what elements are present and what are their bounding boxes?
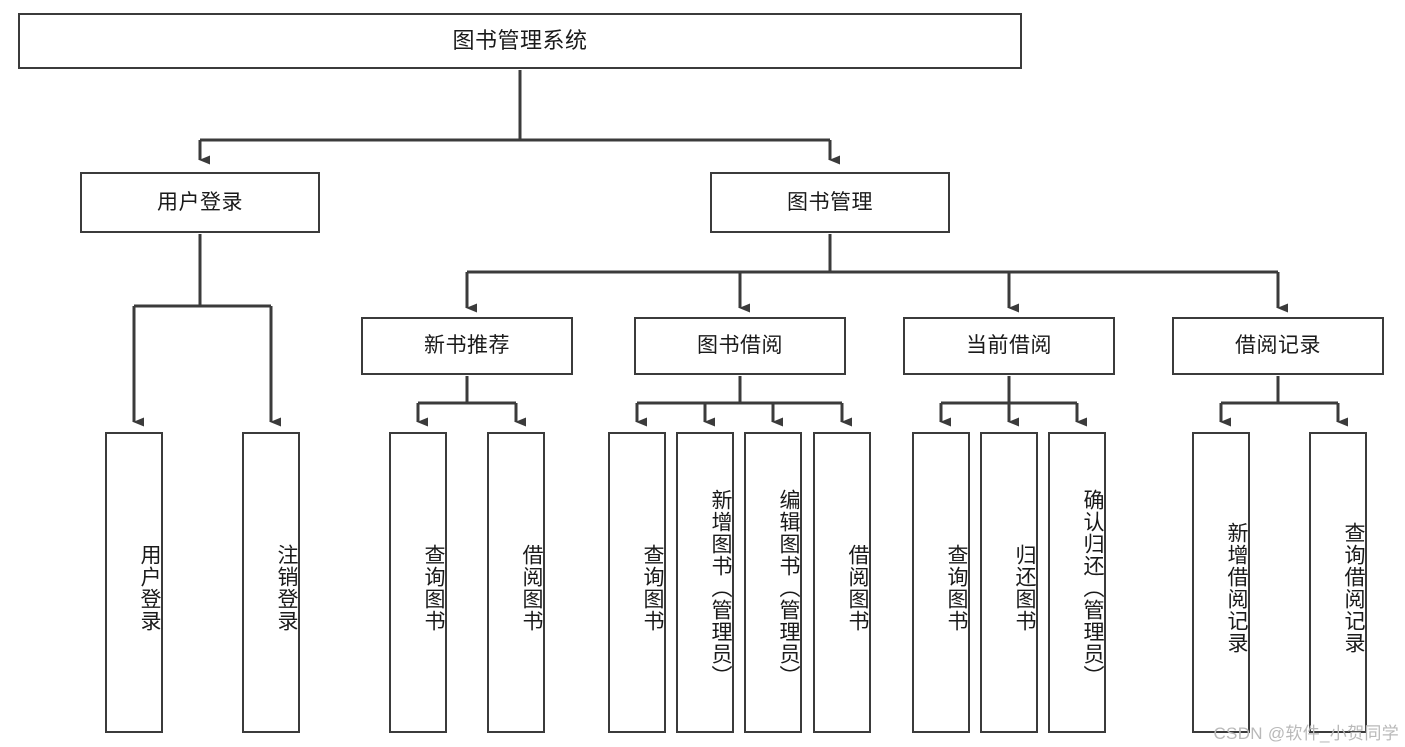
leaf-label: 编辑图书（管理员） bbox=[777, 488, 800, 687]
node-root-system[interactable]: 图书管理系统 bbox=[18, 13, 1022, 69]
node-borrow-record[interactable]: 借阅记录 bbox=[1172, 317, 1384, 375]
leaf-add-borrow-record[interactable]: 新增借阅记录 bbox=[1192, 432, 1250, 733]
leaf-confirm-return-admin[interactable]: 确认归还（管理员） bbox=[1048, 432, 1106, 733]
leaf-label: 借阅图书 bbox=[846, 543, 869, 632]
leaf-label: 注销登录 bbox=[275, 543, 298, 632]
leaf-logout-login[interactable]: 注销登录 bbox=[242, 432, 300, 733]
leaf-borrow-book-1[interactable]: 借阅图书 bbox=[487, 432, 545, 733]
leaf-query-book-2[interactable]: 查询图书 bbox=[608, 432, 666, 733]
csdn-watermark: CSDN @软件_小贺同学 bbox=[1213, 724, 1399, 743]
leaf-query-book-1[interactable]: 查询图书 bbox=[389, 432, 447, 733]
leaf-label: 查询图书 bbox=[641, 543, 664, 632]
node-new-book-recommend[interactable]: 新书推荐 bbox=[361, 317, 573, 375]
leaf-add-book-admin[interactable]: 新增图书（管理员） bbox=[676, 432, 734, 733]
leaf-label: 查询借阅记录 bbox=[1342, 521, 1365, 654]
leaf-label: 新增图书（管理员） bbox=[709, 488, 732, 687]
leaf-borrow-book-2[interactable]: 借阅图书 bbox=[813, 432, 871, 733]
leaf-query-borrow-record[interactable]: 查询借阅记录 bbox=[1309, 432, 1367, 733]
node-book-manage[interactable]: 图书管理 bbox=[710, 172, 950, 233]
leaf-label: 用户登录 bbox=[138, 543, 161, 632]
node-current-borrow[interactable]: 当前借阅 bbox=[903, 317, 1115, 375]
leaf-return-book[interactable]: 归还图书 bbox=[980, 432, 1038, 733]
node-user-login[interactable]: 用户登录 bbox=[80, 172, 320, 233]
leaf-label: 查询图书 bbox=[945, 543, 968, 632]
leaf-user-login[interactable]: 用户登录 bbox=[105, 432, 163, 733]
leaf-label: 查询图书 bbox=[422, 543, 445, 632]
node-book-borrow[interactable]: 图书借阅 bbox=[634, 317, 846, 375]
leaf-label: 新增借阅记录 bbox=[1225, 521, 1248, 654]
leaf-label: 借阅图书 bbox=[520, 543, 543, 632]
leaf-label: 归还图书 bbox=[1013, 543, 1036, 632]
leaf-label: 确认归还（管理员） bbox=[1081, 488, 1104, 687]
leaf-query-book-3[interactable]: 查询图书 bbox=[912, 432, 970, 733]
leaf-edit-book-admin[interactable]: 编辑图书（管理员） bbox=[744, 432, 802, 733]
